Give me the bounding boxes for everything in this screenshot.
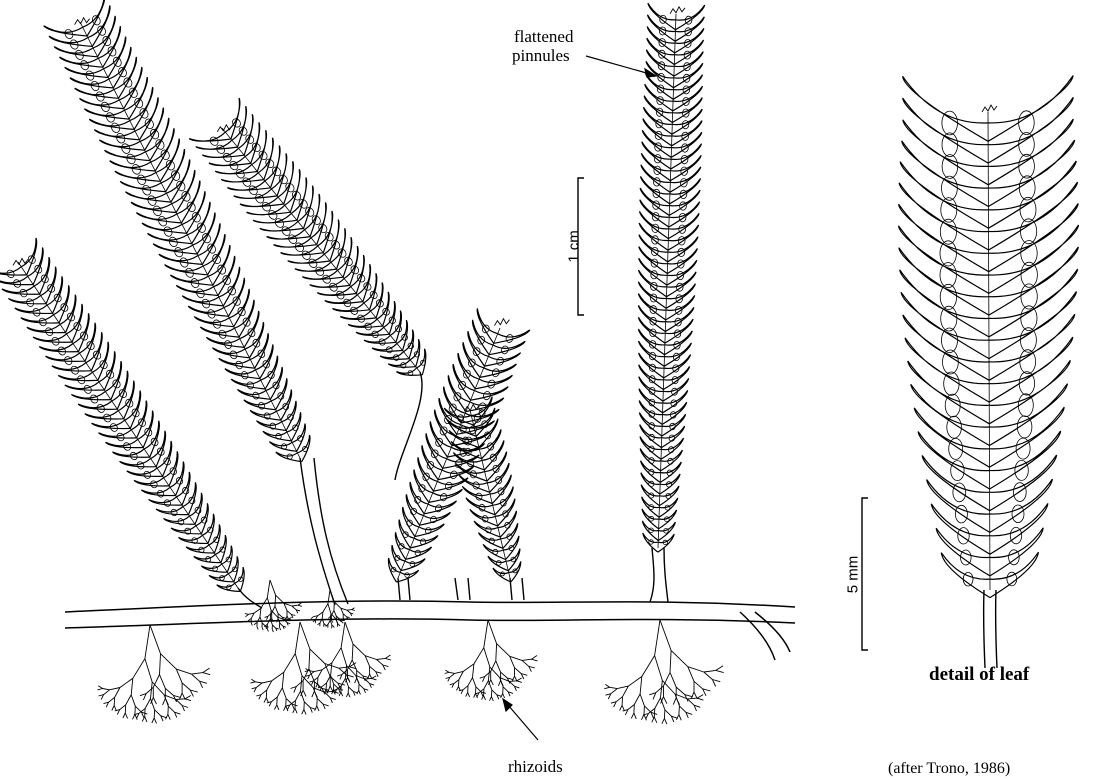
stolon bbox=[65, 601, 795, 660]
frond-far-left bbox=[0, 238, 244, 591]
pinnules-label-line1: flattened bbox=[514, 28, 573, 46]
frond-center-small-b bbox=[444, 397, 521, 582]
frond-right-tall bbox=[638, 3, 704, 552]
detail-leaf-stalk bbox=[984, 590, 997, 668]
frond-stalks bbox=[238, 372, 668, 608]
detail-leaf-blade bbox=[899, 76, 1079, 598]
scale-label-main: 1 cm bbox=[566, 217, 583, 277]
fronds bbox=[0, 0, 705, 591]
pinnules-label-line2: pinnules bbox=[512, 47, 570, 65]
detail-leaf bbox=[899, 76, 1079, 668]
rhizoids-label: rhizoids bbox=[508, 758, 563, 776]
credit-text: (after Trono, 1986) bbox=[888, 760, 1010, 778]
scale-bar-detail bbox=[862, 498, 868, 650]
rhizoids-arrow bbox=[503, 699, 538, 740]
scale-label-detail: 5 mm bbox=[845, 540, 862, 610]
detail-label: detail of leaf bbox=[929, 666, 1029, 684]
